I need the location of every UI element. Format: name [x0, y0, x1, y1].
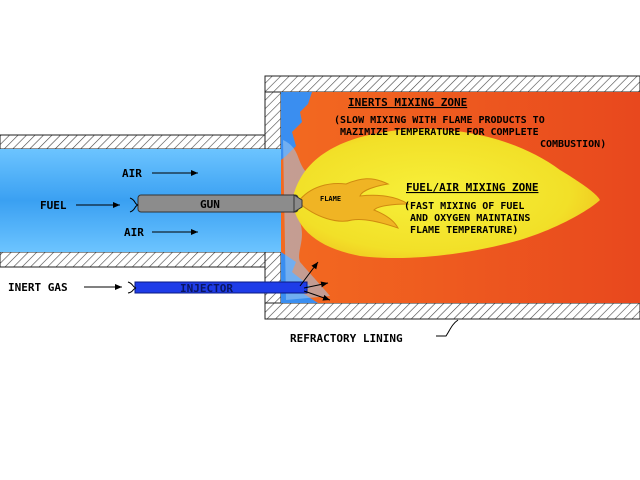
fuel-label: FUEL: [40, 199, 67, 212]
air-label-top: AIR: [122, 167, 142, 180]
air-recirculation-top: [281, 92, 312, 160]
pipe-break-marks: [127, 197, 139, 294]
air-label-bottom: AIR: [124, 226, 144, 239]
inert-gas-label: INERT GAS: [8, 281, 68, 294]
inerts-zone-desc-2: MAZIMIZE TEMPERATURE FOR COMPLETE: [340, 127, 539, 138]
inerts-zone-desc-3: COMBUSTION): [540, 139, 606, 150]
injector-label: INJECTOR: [180, 282, 233, 295]
flame-shape: [297, 178, 410, 229]
flame-label: FLAME: [320, 195, 341, 203]
inerts-zone-title: INERTS MIXING ZONE: [348, 96, 467, 109]
fuel-air-zone-desc-1: (FAST MIXING OF FUEL: [404, 201, 524, 212]
refractory-lining-label: REFRACTORY LINING: [290, 332, 403, 345]
gun-label: GUN: [200, 198, 220, 211]
mixing-boundary: [283, 140, 330, 300]
fuel-air-zone-title: FUEL/AIR MIXING ZONE: [406, 181, 538, 194]
fuel-air-zone-desc-3: FLAME TEMPERATURE): [410, 225, 518, 236]
gun-tip: [293, 194, 303, 213]
injector-spray: [299, 261, 331, 301]
inerts-zone-desc-1: (SLOW MIXING WITH FLAME PRODUCTS TO: [334, 115, 545, 126]
fuel-air-mixing-zone: [292, 129, 600, 259]
flow-arrows: [76, 170, 198, 290]
refractory-pointer: [436, 319, 459, 337]
fuel-air-zone-desc-2: AND OXYGEN MAINTAINS: [410, 213, 530, 224]
